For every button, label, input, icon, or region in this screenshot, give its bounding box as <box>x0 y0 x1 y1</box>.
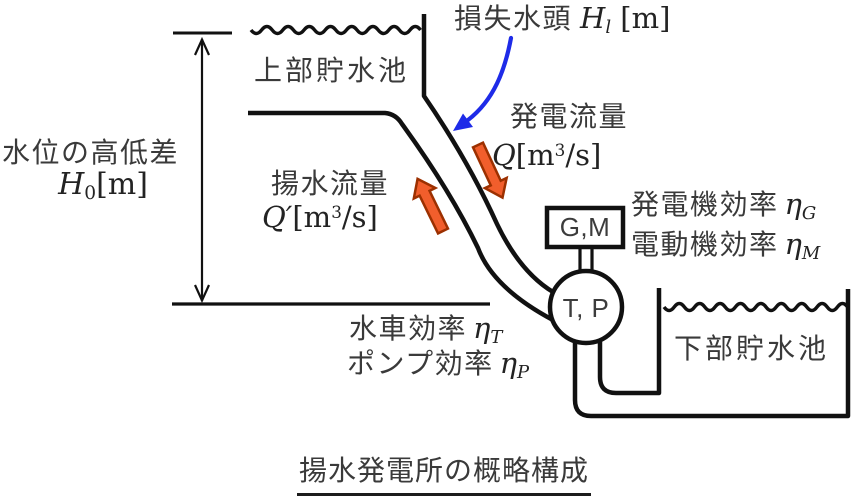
machine-shaft <box>578 245 594 274</box>
measure-arrow <box>193 36 211 304</box>
head-loss-unit: [m] <box>620 1 671 35</box>
lower-water-wave-icon <box>662 301 850 313</box>
pumping-flow-arrow-icon <box>412 176 450 236</box>
upper-reservoir-label: 上部貯水池 <box>254 55 410 86</box>
head-loss-arrow-icon <box>453 35 514 131</box>
head-loss-var: H <box>580 1 606 35</box>
head-diff-formula: H0[m] <box>58 167 148 205</box>
turbine-pump-label: T, P <box>562 293 610 323</box>
lower-reservoir-label: 下部貯水池 <box>674 333 830 364</box>
pumping-flow-label: 揚水流量 <box>271 168 390 199</box>
head-loss-text: 損失水頭 <box>454 3 573 34</box>
generation-flow-arrow-icon <box>471 141 509 200</box>
head-diff-label: 水位の高低差 <box>2 137 180 168</box>
turbine-pump-circle <box>547 268 625 346</box>
tailrace-outer-line <box>572 289 851 419</box>
penstock-lower-line <box>248 110 555 322</box>
penstock-upper-line <box>421 14 555 294</box>
generator-motor-box <box>544 205 626 250</box>
pumping-flow-formula: Q′[m3/s] <box>262 200 378 234</box>
generator-motor-label: G,M <box>559 212 611 242</box>
head-loss-sub: l <box>605 17 612 39</box>
diagram-caption: 揚水発電所の概略構成 <box>297 449 592 496</box>
upper-water-wave-icon <box>249 24 422 36</box>
generation-flow-formula: Q[m3/s] <box>492 138 602 172</box>
generation-flow-label: 発電流量 <box>510 101 629 132</box>
tailrace-inner-line <box>597 288 662 396</box>
